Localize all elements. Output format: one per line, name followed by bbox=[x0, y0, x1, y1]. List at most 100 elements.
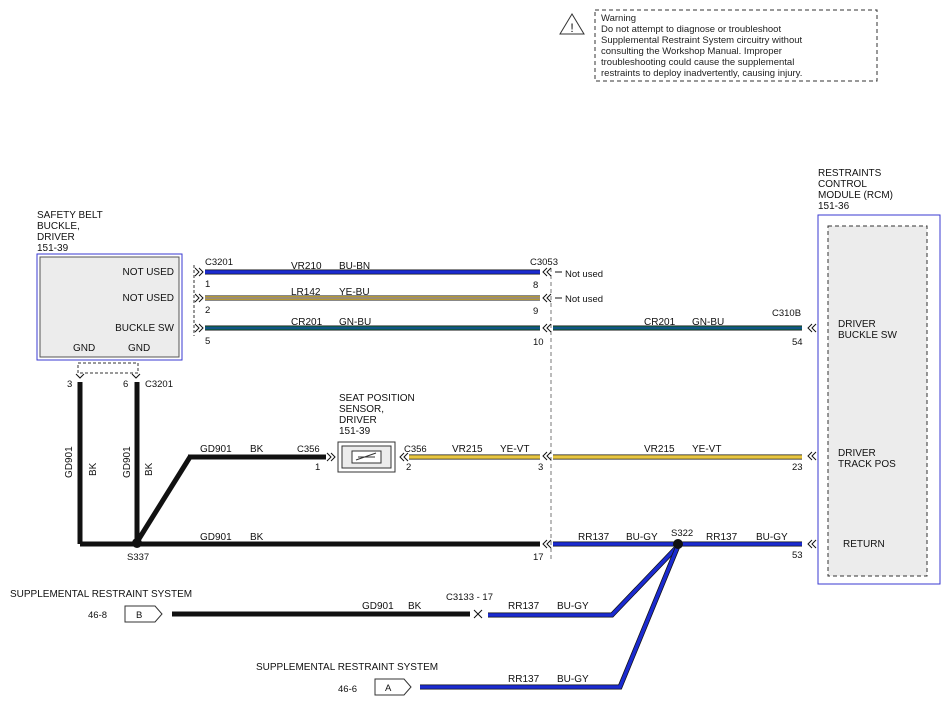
pin-number: 8 bbox=[533, 280, 538, 291]
srs-a: SUPPLEMENTAL RESTRAINT SYSTEM 46-6 A bbox=[256, 662, 438, 696]
warning-box: ! Warning Do not attempt to diagnose or … bbox=[559, 9, 878, 82]
wire-color-label: BK bbox=[250, 444, 264, 455]
wire-circuit-label: CR201 bbox=[644, 317, 676, 328]
wire-circuit-label: GD901 bbox=[122, 446, 133, 478]
srs-title: SUPPLEMENTAL RESTRAINT SYSTEM bbox=[256, 662, 438, 673]
connector-ref-tag bbox=[124, 605, 163, 623]
warning-line: consulting the Workshop Manual. Improper bbox=[601, 46, 782, 57]
wire-color-label: BK bbox=[250, 532, 264, 543]
srs-b: SUPPLEMENTAL RESTRAINT SYSTEM 46-8 B bbox=[10, 589, 470, 623]
buckle-title: BUCKLE, bbox=[37, 221, 80, 232]
splice-label: S322 bbox=[671, 528, 693, 539]
wire-color-label: BU-GY bbox=[626, 532, 658, 543]
wire-color-label: BU-GY bbox=[557, 601, 589, 612]
splice-s322 bbox=[673, 539, 683, 549]
connector-label: C356 bbox=[297, 444, 320, 455]
connector-label: C3053 bbox=[530, 257, 558, 268]
wire-color-label: YE-VT bbox=[692, 444, 721, 455]
wire-circuit-label: GD901 bbox=[64, 446, 75, 478]
buckle-pin-label: NOT USED bbox=[123, 267, 175, 278]
wire-circuit-label: VR215 bbox=[644, 444, 675, 455]
rcm-pin-label: DRIVER bbox=[838, 319, 876, 330]
seat-position-sensor: SEAT POSITION SENSOR, DRIVER 151-39 bbox=[337, 393, 415, 473]
wire-color-label: BK bbox=[408, 601, 422, 612]
pin-number: 1 bbox=[205, 279, 210, 290]
buckle-ref: 151-39 bbox=[37, 243, 69, 254]
wire-circuit-label: RR137 bbox=[508, 674, 540, 685]
pin-number: 3 bbox=[538, 462, 543, 473]
wire-circuit-label: RR137 bbox=[578, 532, 610, 543]
wire-circuit-label: VR210 bbox=[291, 261, 322, 272]
srs-letter: A bbox=[385, 683, 392, 694]
connector-label: C3201 bbox=[145, 379, 173, 390]
sensor-title: DRIVER bbox=[339, 415, 377, 426]
sensor-symbol-icon bbox=[351, 450, 382, 464]
safety-belt-buckle-module: SAFETY BELT BUCKLE, DRIVER 151-39 NOT US… bbox=[36, 210, 183, 361]
rcm-title: MODULE (RCM) bbox=[818, 190, 893, 201]
wire-gd901-left bbox=[77, 382, 136, 547]
warning-line: restraints to deploy inadvertently, caus… bbox=[601, 68, 802, 79]
wire-circuit-label: VR215 bbox=[452, 444, 483, 455]
splice-s337 bbox=[132, 538, 142, 548]
wire-color-label: GN-BU bbox=[339, 317, 371, 328]
wire-color-label: YE-BU bbox=[339, 287, 370, 298]
wire-color-label: YE-VT bbox=[500, 444, 529, 455]
rcm-pin-label: TRACK POS bbox=[838, 459, 896, 470]
srs-letter: B bbox=[136, 610, 142, 621]
rcm-module: RESTRAINTS CONTROL MODULE (RCM) 151-36 D… bbox=[817, 168, 941, 585]
splice-label: S337 bbox=[127, 552, 149, 563]
buckle-gnd-label: GND bbox=[128, 343, 150, 354]
wire-color-label: BU-BN bbox=[339, 261, 370, 272]
pin-number: 10 bbox=[533, 337, 544, 348]
pin-number: 54 bbox=[792, 337, 803, 348]
wire-color-label: BK bbox=[144, 462, 155, 476]
rcm-pin-label: DRIVER bbox=[838, 448, 876, 459]
pin-number: 2 bbox=[406, 462, 411, 473]
pin-number: 1 bbox=[315, 462, 320, 473]
wire-color-label: GN-BU bbox=[692, 317, 724, 328]
rcm-pin-label: RETURN bbox=[843, 539, 885, 550]
pin-number: 2 bbox=[205, 305, 210, 316]
connector-label: C3133 - 17 bbox=[446, 592, 493, 603]
wire-color-label: BU-GY bbox=[756, 532, 788, 543]
wire-circuit-label: GD901 bbox=[200, 444, 232, 455]
rcm-pin-label: BUCKLE SW bbox=[838, 330, 897, 341]
buckle-pin-label: NOT USED bbox=[123, 293, 175, 304]
wire-circuit-label: RR137 bbox=[508, 601, 540, 612]
buckle-title: DRIVER bbox=[37, 232, 75, 243]
pin-number: 5 bbox=[205, 336, 210, 347]
rcm-ref: 151-36 bbox=[818, 201, 850, 212]
warning-line: troubleshooting could cause the suppleme… bbox=[601, 57, 794, 68]
pin-number: 23 bbox=[792, 462, 803, 473]
connector-label: C356 bbox=[404, 444, 427, 455]
wire-color-label: BU-GY bbox=[557, 674, 589, 685]
connector-label: C3201 bbox=[205, 257, 233, 268]
wire-color-label: BK bbox=[88, 462, 99, 476]
warning-icon: ! bbox=[559, 13, 585, 35]
pin-number: 53 bbox=[792, 550, 803, 561]
connector-label: C310B bbox=[772, 308, 801, 319]
connector-c3201-shell bbox=[77, 265, 195, 374]
connector-ref-tag bbox=[374, 678, 412, 696]
wire-circuit-label: RR137 bbox=[706, 532, 738, 543]
not-used-label: Not used bbox=[565, 269, 603, 280]
warning-line: Do not attempt to diagnose or troublesho… bbox=[601, 24, 781, 35]
buckle-title: SAFETY BELT bbox=[37, 210, 103, 221]
pin-number: 17 bbox=[533, 552, 544, 563]
sensor-ref: 151-39 bbox=[339, 426, 371, 437]
pin-number: 3 bbox=[67, 379, 72, 390]
pin-arrows bbox=[75, 267, 817, 549]
wire-circuit-label: LR142 bbox=[291, 287, 321, 298]
not-used-label: Not used bbox=[565, 294, 603, 305]
wire-circuit-label: GD901 bbox=[362, 601, 394, 612]
rcm-title: RESTRAINTS bbox=[818, 168, 882, 179]
buckle-pin-label: BUCKLE SW bbox=[115, 323, 174, 334]
wire-rr137-branches bbox=[420, 544, 681, 690]
warning-line: Supplemental Restraint System circuitry … bbox=[601, 35, 803, 46]
sensor-pin-arrows bbox=[326, 452, 409, 462]
pin-number: 9 bbox=[533, 306, 538, 317]
srs-ref: 46-6 bbox=[338, 684, 357, 695]
srs-ref: 46-8 bbox=[88, 610, 107, 621]
wire-circuit-label: CR201 bbox=[291, 317, 323, 328]
